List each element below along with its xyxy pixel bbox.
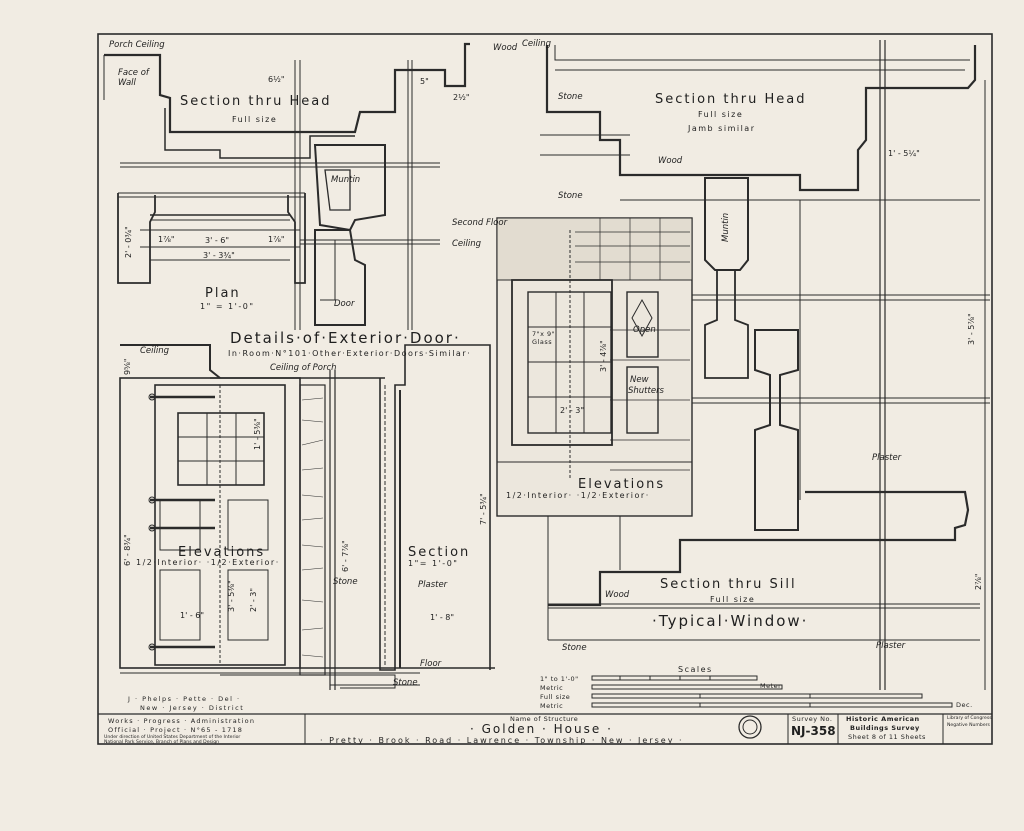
dim-d12: 2' - 3" bbox=[249, 587, 258, 612]
dim-d11: 3' - 5⅜" bbox=[227, 580, 236, 612]
scales-unit: Meter bbox=[760, 682, 782, 690]
dim-d19: 2' - 3" bbox=[560, 406, 585, 415]
name-label: Name of Structure bbox=[510, 715, 579, 723]
dim-d2: 5" bbox=[420, 77, 429, 86]
door-head-section-title: Section thru Head bbox=[180, 94, 332, 109]
loc-line1: Library of Congress bbox=[947, 716, 992, 721]
dim-d5: 3' - 6" bbox=[205, 236, 230, 245]
note-plaster-3: Plaster bbox=[876, 641, 906, 651]
dim-d20: 1' - 5¼" bbox=[888, 149, 920, 158]
window-head-profile bbox=[545, 45, 977, 192]
note-open: Open bbox=[633, 325, 656, 335]
dim-d10: 1' - 5⅜" bbox=[253, 418, 262, 450]
note-muntin-2: Muntin bbox=[721, 212, 731, 242]
dim-d1: 6½" bbox=[268, 75, 285, 84]
note-face-of-wall-2: Wall bbox=[118, 78, 136, 88]
note-wood-1: Wood bbox=[493, 43, 518, 53]
scales-dec: Dec. bbox=[956, 701, 973, 709]
scales-row1: 1" to 1'-0" bbox=[540, 675, 579, 683]
note-ceiling-2: Ceiling bbox=[140, 346, 170, 356]
note-plaster-2: Plaster bbox=[872, 453, 902, 463]
dim-d4: 9⅝" bbox=[123, 358, 132, 375]
habs-line1: Historic American bbox=[846, 715, 920, 723]
note-stone-1: Stone bbox=[333, 577, 358, 587]
scales-row2: Metric bbox=[540, 684, 564, 692]
dim-d13: 1' - 6" bbox=[180, 611, 205, 620]
note-stone-5: Stone bbox=[562, 643, 587, 653]
district: New · Jersey · District bbox=[140, 704, 245, 712]
window-head-section-scale: Full size bbox=[698, 110, 744, 119]
sheet-border bbox=[97, 33, 993, 745]
dim-d7: 1⅞" bbox=[158, 235, 175, 244]
note-face-of-wall: Face of bbox=[118, 68, 149, 78]
wpa-line1: Works · Progress · Administration bbox=[108, 717, 256, 725]
location: · Pretty · Brook · Road · Lawrence · Tow… bbox=[320, 736, 684, 745]
plan-title: Plan bbox=[205, 286, 241, 301]
door-section-scale: 1"= 1'-0" bbox=[408, 559, 459, 568]
wpa-line2: Official · Project · N°65 - 1718 bbox=[108, 726, 244, 734]
dim-d8: 1⅞" bbox=[268, 235, 285, 244]
delineators: J · Phelps · Pette · Del · bbox=[128, 695, 241, 703]
note-wood-2: Wood bbox=[658, 156, 683, 166]
survey-number: NJ-358 bbox=[791, 724, 836, 738]
note-door: Door bbox=[334, 299, 355, 309]
dim-d18: 3' - 4⅞" bbox=[599, 340, 608, 372]
plan-scale: 1" = 1'-0" bbox=[200, 302, 255, 311]
window-head-section-title: Section thru Head bbox=[655, 92, 807, 107]
scales-row4: Metric bbox=[540, 702, 564, 710]
survey-label: Survey No. bbox=[792, 715, 833, 723]
note-plaster-1: Plaster bbox=[418, 580, 448, 590]
door-section-title: Section bbox=[408, 545, 471, 560]
dim-d14: 6' - 8¾" bbox=[123, 534, 132, 566]
sheet-info: Sheet 8 of 11 Sheets bbox=[848, 733, 926, 741]
dim-d15: 6' - 7⅞" bbox=[341, 540, 350, 572]
door-elevations-title: Elevations bbox=[178, 545, 266, 560]
main-title: Details·of·Exterior·Door· bbox=[230, 329, 461, 347]
door-elevations-subtitle: 1/2·Interior· ·1/2·Exterior· bbox=[136, 558, 280, 567]
window-elevations-subtitle: 1/2·Interior· ·1/2·Exterior· bbox=[506, 491, 650, 500]
dim-d17: 1' - 8" bbox=[430, 613, 455, 622]
habs-line2: Buildings Survey bbox=[850, 724, 920, 732]
door-window bbox=[177, 412, 265, 486]
main-subtitle: In·Room·N°101·Other·Exterior·Doors·Simil… bbox=[228, 349, 472, 358]
window-sill-profile bbox=[548, 490, 970, 607]
dim-d9: 2' - 0¾" bbox=[124, 226, 133, 258]
note-glass-2: Glass bbox=[532, 338, 553, 346]
door-head-section-scale: Full size bbox=[232, 115, 278, 124]
scales-title: Scales bbox=[678, 665, 713, 674]
note-wood-3: Wood bbox=[605, 590, 630, 600]
dim-d16: 7' - 5¾" bbox=[479, 493, 488, 525]
structure-name: · Golden · House · bbox=[470, 722, 613, 736]
note-new: New bbox=[630, 375, 649, 385]
note-stone-3: Stone bbox=[558, 92, 583, 102]
nps: National Park Service, Branch of Plans a… bbox=[104, 740, 220, 745]
under-direction: Under direction of United States Departm… bbox=[104, 735, 241, 740]
note-glass: 7"x 9" bbox=[532, 330, 556, 338]
window-elevations-title: Elevations bbox=[578, 477, 666, 492]
note-stone-4: Stone bbox=[558, 191, 583, 201]
note-floor: Floor bbox=[420, 659, 442, 669]
note-ceiling-1: Ceiling bbox=[522, 39, 552, 49]
note-stone-2: Stone bbox=[393, 678, 418, 688]
note-second-floor: Second Floor bbox=[452, 218, 508, 228]
door-head-profile bbox=[104, 42, 470, 134]
note-ceiling-of-porch: Ceiling of Porch bbox=[270, 363, 337, 373]
dim-d6: 3' - 3¾" bbox=[203, 251, 235, 260]
window-sill-section-title: Section thru Sill bbox=[660, 577, 797, 592]
typical-window-title: ·Typical·Window· bbox=[652, 612, 809, 630]
dim-d22: 2⅞" bbox=[974, 573, 983, 590]
dim-d21: 3' - 5⅞" bbox=[967, 313, 976, 345]
door-elevation-frame bbox=[119, 377, 301, 669]
note-ceiling-3: Ceiling bbox=[452, 239, 482, 249]
window-sill-section-scale: Full size bbox=[710, 595, 756, 604]
note-shutters: Shutters bbox=[628, 386, 664, 396]
note-porch-ceiling: Porch Ceiling bbox=[109, 40, 165, 50]
dim-d3: 2½" bbox=[453, 93, 470, 102]
scales-row3: Full size bbox=[540, 693, 571, 701]
window-head-section-note: Jamb similar bbox=[688, 124, 756, 133]
note-muntin-1: Muntin bbox=[331, 175, 361, 185]
loc-line2: Negative Numbers bbox=[947, 723, 990, 728]
